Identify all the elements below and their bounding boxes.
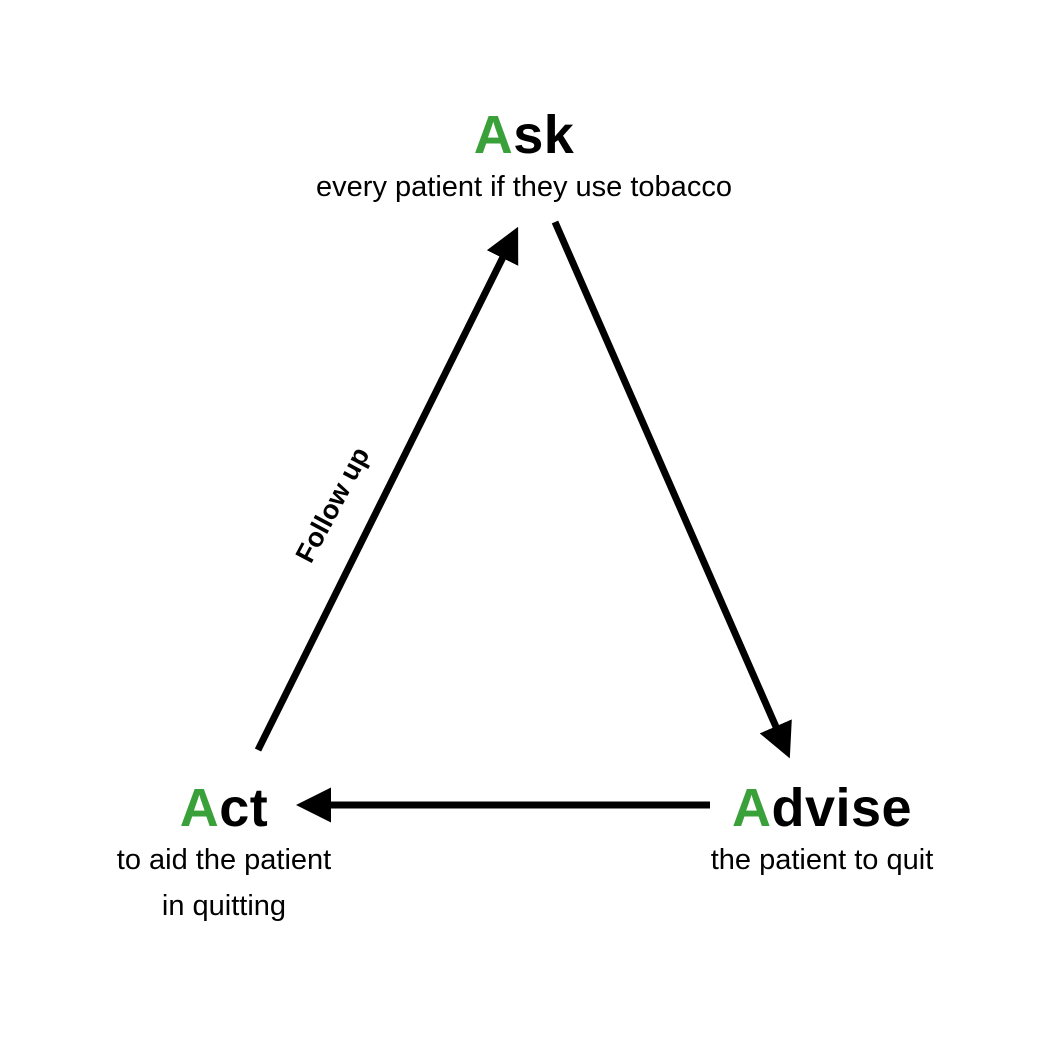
node-advise-desc: the patient to quit — [710, 844, 934, 876]
node-act: Act to aid the patient in quitting — [64, 781, 384, 929]
node-ask-title: Ask — [244, 108, 804, 162]
node-advise: Advise the patient to quit — [642, 781, 1002, 883]
arrow-act-to-ask — [254, 226, 519, 752]
arrow-ask-to-advise — [551, 220, 792, 759]
node-act-title: Act — [64, 781, 384, 835]
node-ask-desc: every patient if they use tobacco — [316, 171, 732, 203]
ask-initial: A — [473, 105, 514, 165]
act-initial: A — [179, 778, 220, 838]
advise-initial: A — [731, 778, 772, 838]
ask-rest: sk — [513, 105, 575, 165]
node-act-desc-line2: in quitting — [161, 890, 287, 922]
node-advise-title: Advise — [642, 781, 1002, 835]
act-rest: ct — [219, 778, 269, 838]
advise-rest: dvise — [771, 778, 913, 838]
node-ask: Ask every patient if they use tobacco — [244, 108, 804, 210]
node-act-desc-line1: to aid the patient — [116, 844, 332, 876]
